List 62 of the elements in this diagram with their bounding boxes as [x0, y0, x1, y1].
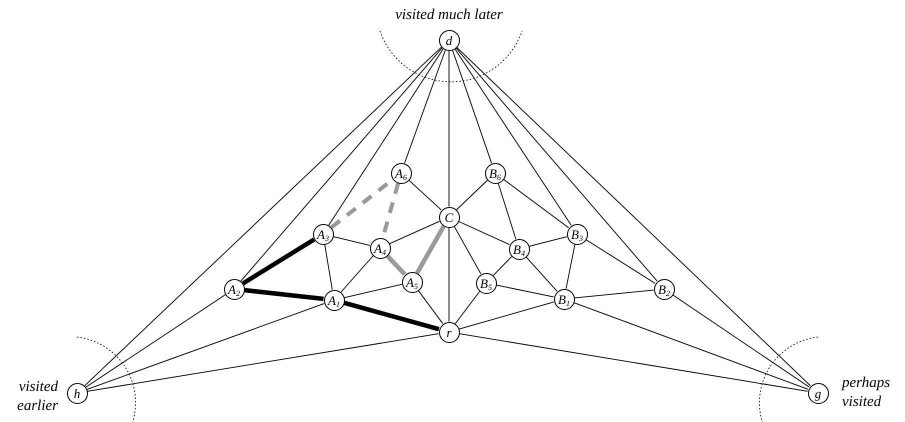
graph-edge	[573, 302, 809, 390]
graph-edge	[492, 256, 512, 276]
graph-edge	[344, 300, 440, 332]
graph-edge	[344, 284, 402, 298]
graph-edge	[458, 220, 510, 246]
graph-edge	[526, 256, 558, 292]
graph-edge	[566, 244, 576, 290]
graph-edge	[404, 49, 446, 164]
graph-edge	[448, 227, 450, 322]
graph-node: A$_{6}$	[390, 162, 412, 184]
graph-edge	[340, 255, 374, 293]
graph-edge	[454, 48, 572, 226]
graph-node: B$_{2}$	[654, 278, 674, 300]
graph-node: r	[438, 322, 460, 342]
graph-edge	[86, 333, 440, 392]
graph-node: B$_{5}$	[476, 272, 496, 294]
graph-edge	[502, 178, 570, 228]
graph-edge	[324, 244, 333, 290]
node-caption: visited much later	[394, 6, 504, 25]
graph-edge	[86, 303, 325, 390]
graph-edge	[496, 284, 554, 298]
graph-edge	[454, 226, 482, 274]
graph-edge	[84, 46, 442, 386]
graph-edge	[585, 239, 656, 284]
node-caption: visited earlier	[16, 378, 58, 416]
graph-node: g	[808, 382, 828, 404]
graph-edge	[458, 301, 554, 330]
graph-edge	[85, 294, 226, 388]
graph-edge	[456, 46, 811, 386]
graph-node: A$_{3}$	[312, 224, 334, 244]
graph-node: B$_{6}$	[484, 162, 506, 184]
graph-node: B$_{1}$	[554, 288, 574, 310]
graph-node: d	[438, 30, 460, 50]
graph-edge	[574, 290, 654, 298]
graph-node: A$_{5}$	[402, 272, 422, 292]
graph-edge	[456, 180, 488, 210]
graph-edge	[418, 290, 444, 324]
graph-edge	[386, 254, 406, 276]
graph-edge	[408, 180, 442, 210]
graph-edge	[240, 48, 443, 282]
graph-edge	[332, 236, 370, 246]
graph-edge	[528, 236, 568, 247]
graph-edge	[458, 333, 808, 392]
graph-edge	[328, 48, 444, 226]
graph-edge	[415, 225, 446, 274]
graph-edge	[452, 49, 492, 164]
graph-node: B$_{4}$	[508, 238, 530, 260]
graph-node: C	[438, 206, 460, 228]
graph-edge	[455, 48, 658, 282]
graph-edge	[448, 50, 450, 207]
graph-edge	[454, 290, 480, 324]
node-caption: perhaps visited	[842, 374, 892, 412]
graph-edge	[498, 182, 516, 240]
graph-node: h	[66, 382, 88, 404]
graph-edge	[672, 294, 810, 388]
graph-node: A$_{2}$	[224, 278, 244, 300]
graph-edge	[389, 220, 440, 244]
graph-node: A$_{1}$	[324, 290, 344, 310]
graph-node: A$_{4}$	[370, 238, 390, 258]
graph-edge	[244, 288, 324, 302]
graph-edge	[242, 238, 316, 286]
graph-node: B$_{3}$	[566, 224, 588, 244]
